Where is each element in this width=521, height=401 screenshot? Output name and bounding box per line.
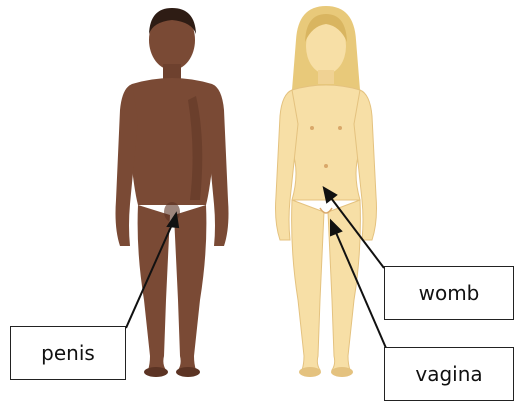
female-torso	[292, 85, 360, 200]
vagina-label-text: vagina	[415, 362, 482, 386]
vagina-label: vagina	[384, 347, 514, 401]
male-neck	[163, 64, 181, 80]
female-left-foot	[299, 367, 321, 377]
female-right-foot	[331, 367, 353, 377]
male-figure	[116, 8, 229, 377]
male-right-leg	[174, 205, 206, 370]
penis-label: penis	[10, 326, 126, 380]
female-chest-left	[310, 126, 314, 130]
male-left-leg	[138, 205, 170, 370]
female-neck	[318, 70, 334, 84]
male-left-foot	[144, 367, 168, 377]
female-left-leg	[292, 200, 324, 370]
female-chest-right	[338, 126, 342, 130]
womb-label-text: womb	[419, 281, 480, 305]
male-right-foot	[176, 367, 200, 377]
penis-label-text: penis	[41, 341, 95, 365]
female-navel	[324, 164, 328, 168]
womb-label: womb	[384, 266, 514, 320]
